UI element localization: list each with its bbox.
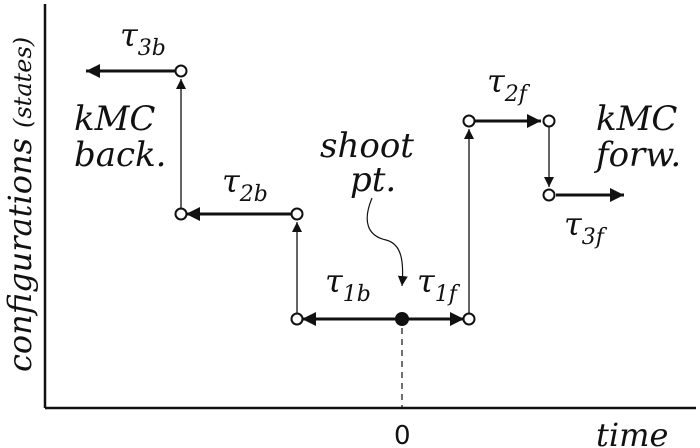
x-axis-title: time xyxy=(596,416,668,448)
state-3b-node xyxy=(174,64,188,78)
kmc-back-label-line1: kMC xyxy=(74,99,155,139)
shoot-label-line2: pt. xyxy=(350,160,396,200)
tau-2b-label: τ2b xyxy=(222,162,268,207)
kmc-forw-label-line1: kMC xyxy=(596,99,677,139)
tau-1f-label: τ1f xyxy=(417,262,461,307)
x-origin-label: 0 xyxy=(394,421,411,448)
state-2b-right-node xyxy=(290,207,304,221)
tau-1b-label: τ1b xyxy=(325,262,371,307)
tau-2f-label: τ2f xyxy=(487,62,531,107)
state-1f-node xyxy=(462,312,476,326)
shoot-point-node xyxy=(395,312,409,326)
tau-3b-label: τ3b xyxy=(120,16,166,61)
y-axis-title-group: configurations(states) xyxy=(1,37,39,372)
y-axis-title: configurations(states) xyxy=(1,37,39,372)
state-2f-right-node xyxy=(542,114,556,128)
shoot-label-line1: shoot xyxy=(320,126,414,166)
kmc-back-label-line2: back. xyxy=(74,135,167,175)
state-2b-left-node xyxy=(174,207,188,221)
kmc-forw-label-line2: forw. xyxy=(593,135,681,175)
tau-3f-label: τ3f xyxy=(564,205,608,250)
shoot-point-pointer xyxy=(366,197,408,287)
state-2f-left-node xyxy=(462,114,476,128)
state-1b-node xyxy=(290,312,304,326)
state-3f-node xyxy=(542,188,556,202)
